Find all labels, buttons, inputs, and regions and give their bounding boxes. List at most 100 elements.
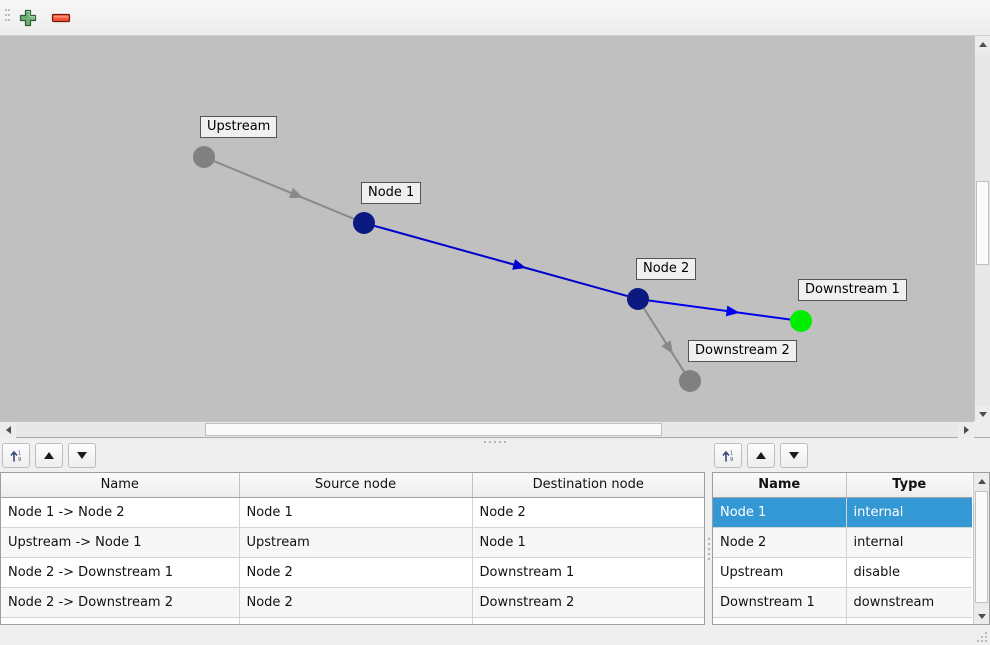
red-minus-icon: [51, 13, 71, 23]
nodes-cell-type[interactable]: internal: [846, 527, 972, 558]
edges-cell-name[interactable]: Node 2 -> Downstream 1: [1, 557, 240, 588]
graph-node-downstream2[interactable]: [679, 370, 701, 392]
graph-scroll-up-button[interactable]: [975, 36, 990, 52]
triangle-up-icon: [978, 478, 986, 484]
status-bar: [0, 625, 990, 645]
edges-pane: 1 9 Name Source node: [0, 443, 705, 625]
nodes-empty-cell: [846, 617, 972, 624]
edges-move-down-button[interactable]: [68, 443, 96, 468]
nodes-scroll-down-button[interactable]: [974, 608, 989, 624]
delete-node-button[interactable]: [48, 6, 74, 30]
graph-edge-node2-downstream1[interactable]: [648, 299, 791, 321]
graph-node-label-downstream1[interactable]: Downstream 1: [798, 279, 907, 301]
edges-cell-destination[interactable]: Node 1: [472, 527, 704, 558]
nodes-cell-name[interactable]: Upstream: [713, 557, 847, 588]
nodes-move-down-button[interactable]: [780, 443, 808, 468]
graph-table-splitter[interactable]: [0, 438, 990, 445]
graph-scroll-left-button[interactable]: [0, 422, 16, 438]
graph-node-node1[interactable]: [353, 212, 375, 234]
edges-empty-cell: [239, 617, 473, 624]
graph-node-label-node2[interactable]: Node 2: [636, 258, 697, 280]
edges-toolbar: 1 9: [0, 443, 705, 470]
graph-node-label-downstream2[interactable]: Downstream 2: [688, 340, 797, 362]
nodes-vertical-scroll-thumb[interactable]: [975, 491, 988, 603]
green-plus-icon: [19, 9, 37, 27]
edges-column-destination[interactable]: Destination node: [472, 473, 704, 498]
graph-scroll-down-button[interactable]: [975, 406, 990, 422]
nodes-move-up-button[interactable]: [747, 443, 775, 468]
nodes-column-type[interactable]: Type: [846, 473, 972, 498]
svg-text:1: 1: [730, 451, 733, 457]
graph-edge-arrowhead-node1-node2: [512, 259, 527, 270]
panes-splitter[interactable]: [705, 472, 712, 625]
edges-cell-source[interactable]: Node 2: [239, 557, 473, 588]
window-resize-grip[interactable]: [975, 630, 987, 642]
edges-cell-source[interactable]: Node 1: [239, 497, 473, 528]
scrollbar-corner: [974, 421, 990, 437]
graph-node-label-node1[interactable]: Node 1: [361, 182, 422, 204]
toolbar-drag-handle[interactable]: [5, 9, 10, 27]
nodes-table-header-row: Name Type: [713, 473, 972, 498]
svg-text:9: 9: [18, 457, 21, 463]
graph-edge-node1-node2[interactable]: [374, 224, 628, 298]
nodes-scroll-up-button[interactable]: [974, 473, 989, 489]
edges-sort-button[interactable]: 1 9: [2, 443, 30, 468]
edges-table-container[interactable]: Name Source node Destination node Node 1…: [0, 472, 705, 625]
edges-cell-destination[interactable]: Downstream 1: [472, 557, 704, 588]
edges-empty-cell: [472, 617, 704, 624]
edges-cell-source[interactable]: Node 2: [239, 587, 473, 618]
main-toolbar: [0, 0, 990, 36]
nodes-cell-type[interactable]: downstream: [846, 587, 972, 618]
nodes-cell-name[interactable]: Node 2: [713, 527, 847, 558]
graph-vertical-scroll-thumb[interactable]: [976, 181, 989, 265]
add-node-button[interactable]: [15, 6, 41, 30]
edges-empty-cell: [1, 617, 240, 624]
graph-node-label-upstream[interactable]: Upstream: [200, 116, 278, 138]
graph-node-upstream[interactable]: [193, 146, 215, 168]
graph-node-downstream1[interactable]: [790, 310, 812, 332]
edges-column-source[interactable]: Source node: [239, 473, 473, 498]
edges-cell-source[interactable]: Upstream: [239, 527, 473, 558]
nodes-cell-name[interactable]: Node 1: [713, 497, 847, 528]
graph-edge-arrowhead-node2-downstream1: [725, 305, 740, 317]
edges-cell-name[interactable]: Node 2 -> Downstream 2: [1, 587, 240, 618]
graph-horizontal-scrollbar[interactable]: [0, 421, 974, 438]
nodes-sort-button[interactable]: 1 9: [714, 443, 742, 468]
nodes-cell-name[interactable]: Downstream 1: [713, 587, 847, 618]
graph-vertical-scrollbar[interactable]: [974, 36, 990, 422]
nodes-vertical-scrollbar[interactable]: [973, 473, 989, 624]
graph-edge-upstream-node1[interactable]: [213, 160, 355, 220]
graph-edge-node2-downstream2[interactable]: [643, 307, 685, 373]
edges-move-up-button[interactable]: [35, 443, 63, 468]
nodes-cell-type[interactable]: disable: [846, 557, 972, 588]
triangle-down-icon: [789, 452, 799, 459]
graph-scroll-right-button[interactable]: [958, 422, 974, 438]
edges-table-header-row: Name Source node Destination node: [1, 473, 704, 498]
nodes-empty-cell: [713, 617, 847, 624]
graph-horizontal-scroll-thumb[interactable]: [205, 423, 662, 436]
edges-column-name[interactable]: Name: [1, 473, 240, 498]
sort-ascending-icon: 1 9: [10, 451, 21, 463]
nodes-cell-type[interactable]: internal: [846, 497, 972, 528]
graph-edge-arrowhead-upstream-node1: [288, 187, 304, 198]
edges-table-empty-row: [1, 617, 704, 624]
edges-cell-destination[interactable]: Node 2: [472, 497, 704, 528]
edges-cell-destination[interactable]: Downstream 2: [472, 587, 704, 618]
nodes-toolbar: 1 9: [712, 443, 990, 470]
triangle-up-icon: [44, 452, 54, 459]
nodes-column-name[interactable]: Name: [713, 473, 847, 498]
edges-cell-name[interactable]: Upstream -> Node 1: [1, 527, 240, 558]
edges-cell-name[interactable]: Node 1 -> Node 2: [1, 497, 240, 528]
graph-node-node2[interactable]: [627, 288, 649, 310]
